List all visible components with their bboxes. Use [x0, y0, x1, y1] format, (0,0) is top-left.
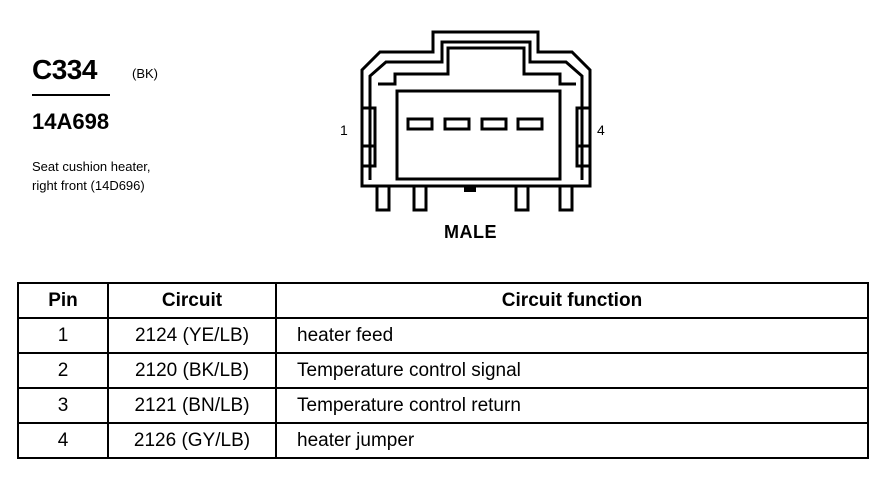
- table-row: 2 2120 (BK/LB) Temperature control signa…: [17, 352, 869, 389]
- cell-pin: 3: [17, 387, 109, 424]
- terminal-2: [443, 117, 471, 131]
- title-underline: [32, 94, 110, 96]
- table-row: 3 2121 (BN/LB) Temperature control retur…: [17, 387, 869, 424]
- pin-label-left: 1: [340, 122, 348, 138]
- cell-function: Temperature control return: [275, 387, 869, 424]
- table-header-row: Pin Circuit Circuit function: [17, 282, 869, 319]
- header-pin: Pin: [17, 282, 109, 319]
- cell-circuit: 2120 (BK/LB): [107, 352, 277, 389]
- peg-1: [375, 184, 391, 212]
- header-circuit-function: Circuit function: [275, 282, 869, 319]
- peg-2: [412, 184, 428, 212]
- terminal-1: [406, 117, 434, 131]
- connector-id: C334: [32, 54, 97, 85]
- cell-circuit: 2121 (BN/LB): [107, 387, 277, 424]
- cell-function: heater feed: [275, 317, 869, 354]
- connector-inner-frame: [378, 46, 576, 86]
- pin-label-right: 4: [597, 122, 605, 138]
- peg-4: [558, 184, 574, 212]
- cell-pin: 1: [17, 317, 109, 354]
- part-number: 14A698: [32, 109, 110, 134]
- cell-circuit: 2126 (GY/LB): [107, 422, 277, 459]
- connector-gender: MALE: [444, 222, 497, 242]
- connector-color-code: (BK): [132, 66, 158, 81]
- connector-inner-shell: [368, 40, 584, 180]
- peg-3: [514, 184, 530, 212]
- connector-face-diagram: [360, 30, 592, 212]
- table-row: 1 2124 (YE/LB) heater feed: [17, 317, 869, 354]
- description-line-1: Seat cushion heater,: [32, 159, 151, 174]
- description-line-2: right front (14D696): [32, 178, 145, 193]
- connector-cavity: [395, 89, 562, 181]
- pinout-table: Pin Circuit Circuit function 1 2124 (YE/…: [17, 282, 869, 459]
- cell-function: heater jumper: [275, 422, 869, 459]
- header-circuit: Circuit: [107, 282, 277, 319]
- connector-description: Seat cushion heater, right front (14D696…: [32, 157, 151, 195]
- left-side-lock: [360, 106, 377, 168]
- table-row: 4 2126 (GY/LB) heater jumper: [17, 422, 869, 459]
- cell-pin: 2: [17, 352, 109, 389]
- key-notch: [464, 186, 476, 192]
- right-side-lock: [575, 106, 592, 168]
- cell-function: Temperature control signal: [275, 352, 869, 389]
- cell-pin: 4: [17, 422, 109, 459]
- terminal-3: [480, 117, 508, 131]
- terminal-4: [516, 117, 544, 131]
- cell-circuit: 2124 (YE/LB): [107, 317, 277, 354]
